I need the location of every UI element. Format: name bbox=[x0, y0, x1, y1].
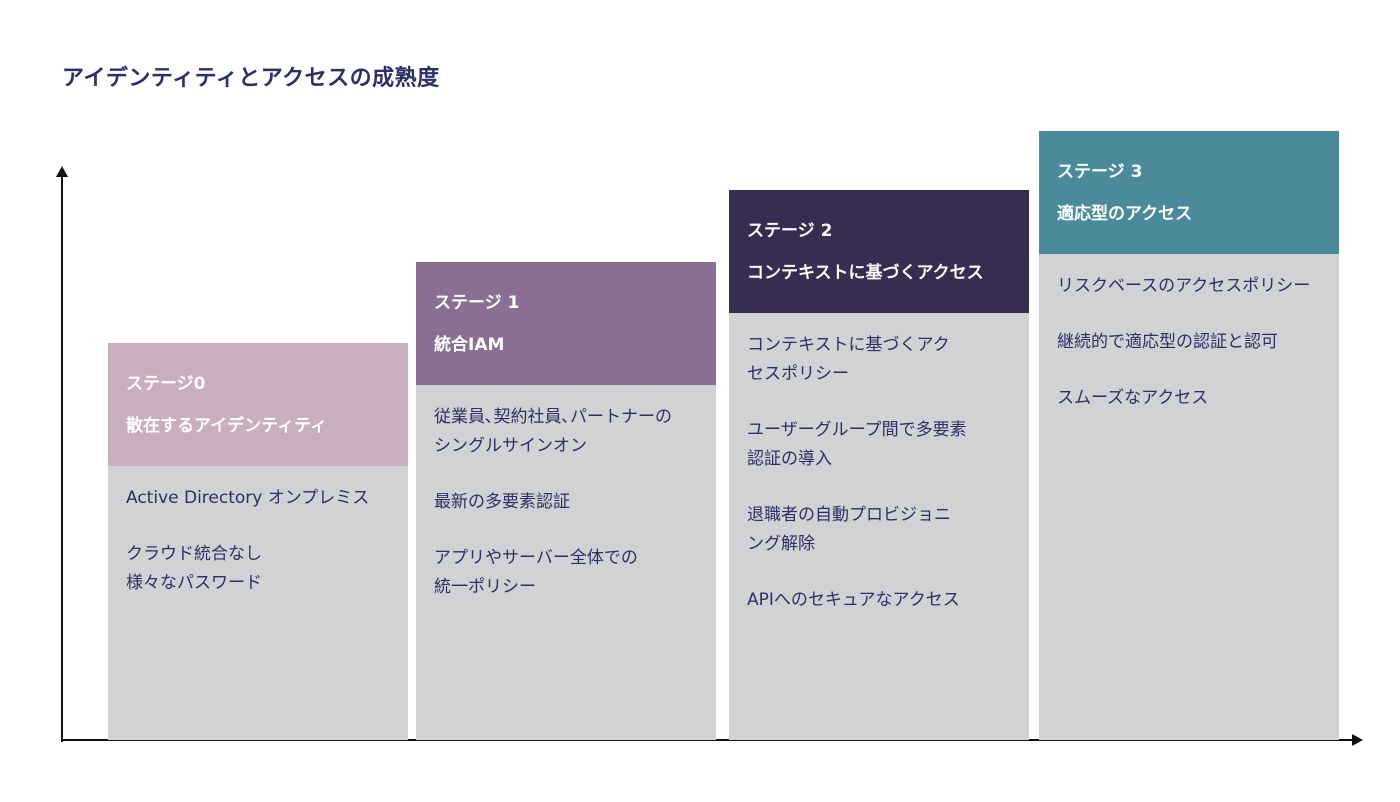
stage-item: 最新の多要素認証 bbox=[434, 488, 698, 517]
stage-body: コンテキストに基づくアクセスポリシーユーザーグループ間で多要素認証の導入退職者の… bbox=[729, 313, 1029, 615]
stage-label: ステージ 3 bbox=[1057, 162, 1143, 182]
stage-item-line: Active Directory オンプレミス bbox=[126, 488, 370, 508]
stage-name: 統合IAM bbox=[434, 335, 505, 355]
stage-item-line: 従業員､契約社員､パートナーの bbox=[434, 407, 672, 427]
stage-name: 散在するアイデンティティ bbox=[126, 416, 328, 436]
y-axis-arrow-icon bbox=[56, 166, 68, 177]
stage-item: 従業員､契約社員､パートナーのシングルサインオン bbox=[434, 403, 698, 461]
stage-column-0: ステージ0 散在するアイデンティティ Active Directory オンプレ… bbox=[108, 343, 408, 740]
stage-item-line: 退職者の自動プロビジョニ bbox=[747, 505, 951, 525]
stage-header: ステージ 2 コンテキストに基づくアクセス bbox=[729, 190, 1029, 313]
stage-body: 従業員､契約社員､パートナーのシングルサインオン最新の多要素認証アプリやサーバー… bbox=[416, 385, 716, 602]
stage-item: Active Directory オンプレミス bbox=[126, 484, 390, 513]
stage-label: ステージ0 bbox=[126, 374, 206, 394]
stage-item-line: 認証の導入 bbox=[747, 449, 832, 469]
stage-column-1: ステージ 1 統合IAM 従業員､契約社員､パートナーのシングルサインオン最新の… bbox=[416, 262, 716, 740]
stage-item-line: コンテキストに基づくアク bbox=[747, 335, 950, 355]
stage-item-line: セスポリシー bbox=[747, 364, 849, 384]
stage-item: APIへのセキュアなアクセス bbox=[747, 586, 1011, 615]
diagram-title: アイデンティティとアクセスの成熟度 bbox=[62, 66, 440, 91]
stage-header: ステージ 3 適応型のアクセス bbox=[1039, 131, 1339, 254]
stage-item: スムーズなアクセス bbox=[1057, 384, 1321, 413]
stage-item-line: 様々なパスワード bbox=[126, 573, 262, 593]
stage-body: リスクベースのアクセスポリシー継続的で適応型の認証と認可スムーズなアクセス bbox=[1039, 254, 1339, 413]
stage-item-line: 統一ポリシー bbox=[434, 577, 536, 597]
x-axis-arrow-icon bbox=[1352, 734, 1363, 746]
stage-item-line: クラウド統合なし bbox=[126, 544, 262, 564]
stage-item: アプリやサーバー全体での統一ポリシー bbox=[434, 544, 698, 602]
stage-item: ユーザーグループ間で多要素認証の導入 bbox=[747, 416, 1011, 474]
stage-item: コンテキストに基づくアクセスポリシー bbox=[747, 331, 1011, 389]
stage-item-line: スムーズなアクセス bbox=[1057, 388, 1209, 408]
stage-header: ステージ 1 統合IAM bbox=[416, 262, 716, 385]
stage-item-line: 最新の多要素認証 bbox=[434, 492, 570, 512]
stage-label: ステージ 2 bbox=[747, 221, 833, 241]
stage-header: ステージ0 散在するアイデンティティ bbox=[108, 343, 408, 466]
stage-item-line: シングルサインオン bbox=[434, 436, 587, 456]
stage-column-3: ステージ 3 適応型のアクセス リスクベースのアクセスポリシー継続的で適応型の認… bbox=[1039, 131, 1339, 740]
stage-column-2: ステージ 2 コンテキストに基づくアクセス コンテキストに基づくアクセスポリシー… bbox=[729, 190, 1029, 740]
stage-item: クラウド統合なし様々なパスワード bbox=[126, 540, 390, 598]
y-axis bbox=[61, 176, 63, 742]
stage-item-line: ユーザーグループ間で多要素 bbox=[747, 420, 967, 440]
stage-item: 継続的で適応型の認証と認可 bbox=[1057, 328, 1321, 357]
x-axis bbox=[61, 739, 1353, 741]
stage-item: 退職者の自動プロビジョニング解除 bbox=[747, 501, 1011, 559]
stage-item-line: リスクベースのアクセスポリシー bbox=[1057, 276, 1311, 296]
stage-item-line: 継続的で適応型の認証と認可 bbox=[1057, 332, 1278, 352]
stage-item-line: アプリやサーバー全体での bbox=[434, 548, 638, 568]
stage-name: 適応型のアクセス bbox=[1057, 204, 1193, 224]
stage-item: リスクベースのアクセスポリシー bbox=[1057, 272, 1321, 301]
stage-body: Active Directory オンプレミスクラウド統合なし様々なパスワード bbox=[108, 466, 408, 598]
stage-item-line: ング解除 bbox=[747, 534, 815, 554]
stage-label: ステージ 1 bbox=[434, 293, 520, 313]
stage-item-line: APIへのセキュアなアクセス bbox=[747, 590, 960, 610]
stage-name: コンテキストに基づくアクセス bbox=[747, 263, 984, 283]
